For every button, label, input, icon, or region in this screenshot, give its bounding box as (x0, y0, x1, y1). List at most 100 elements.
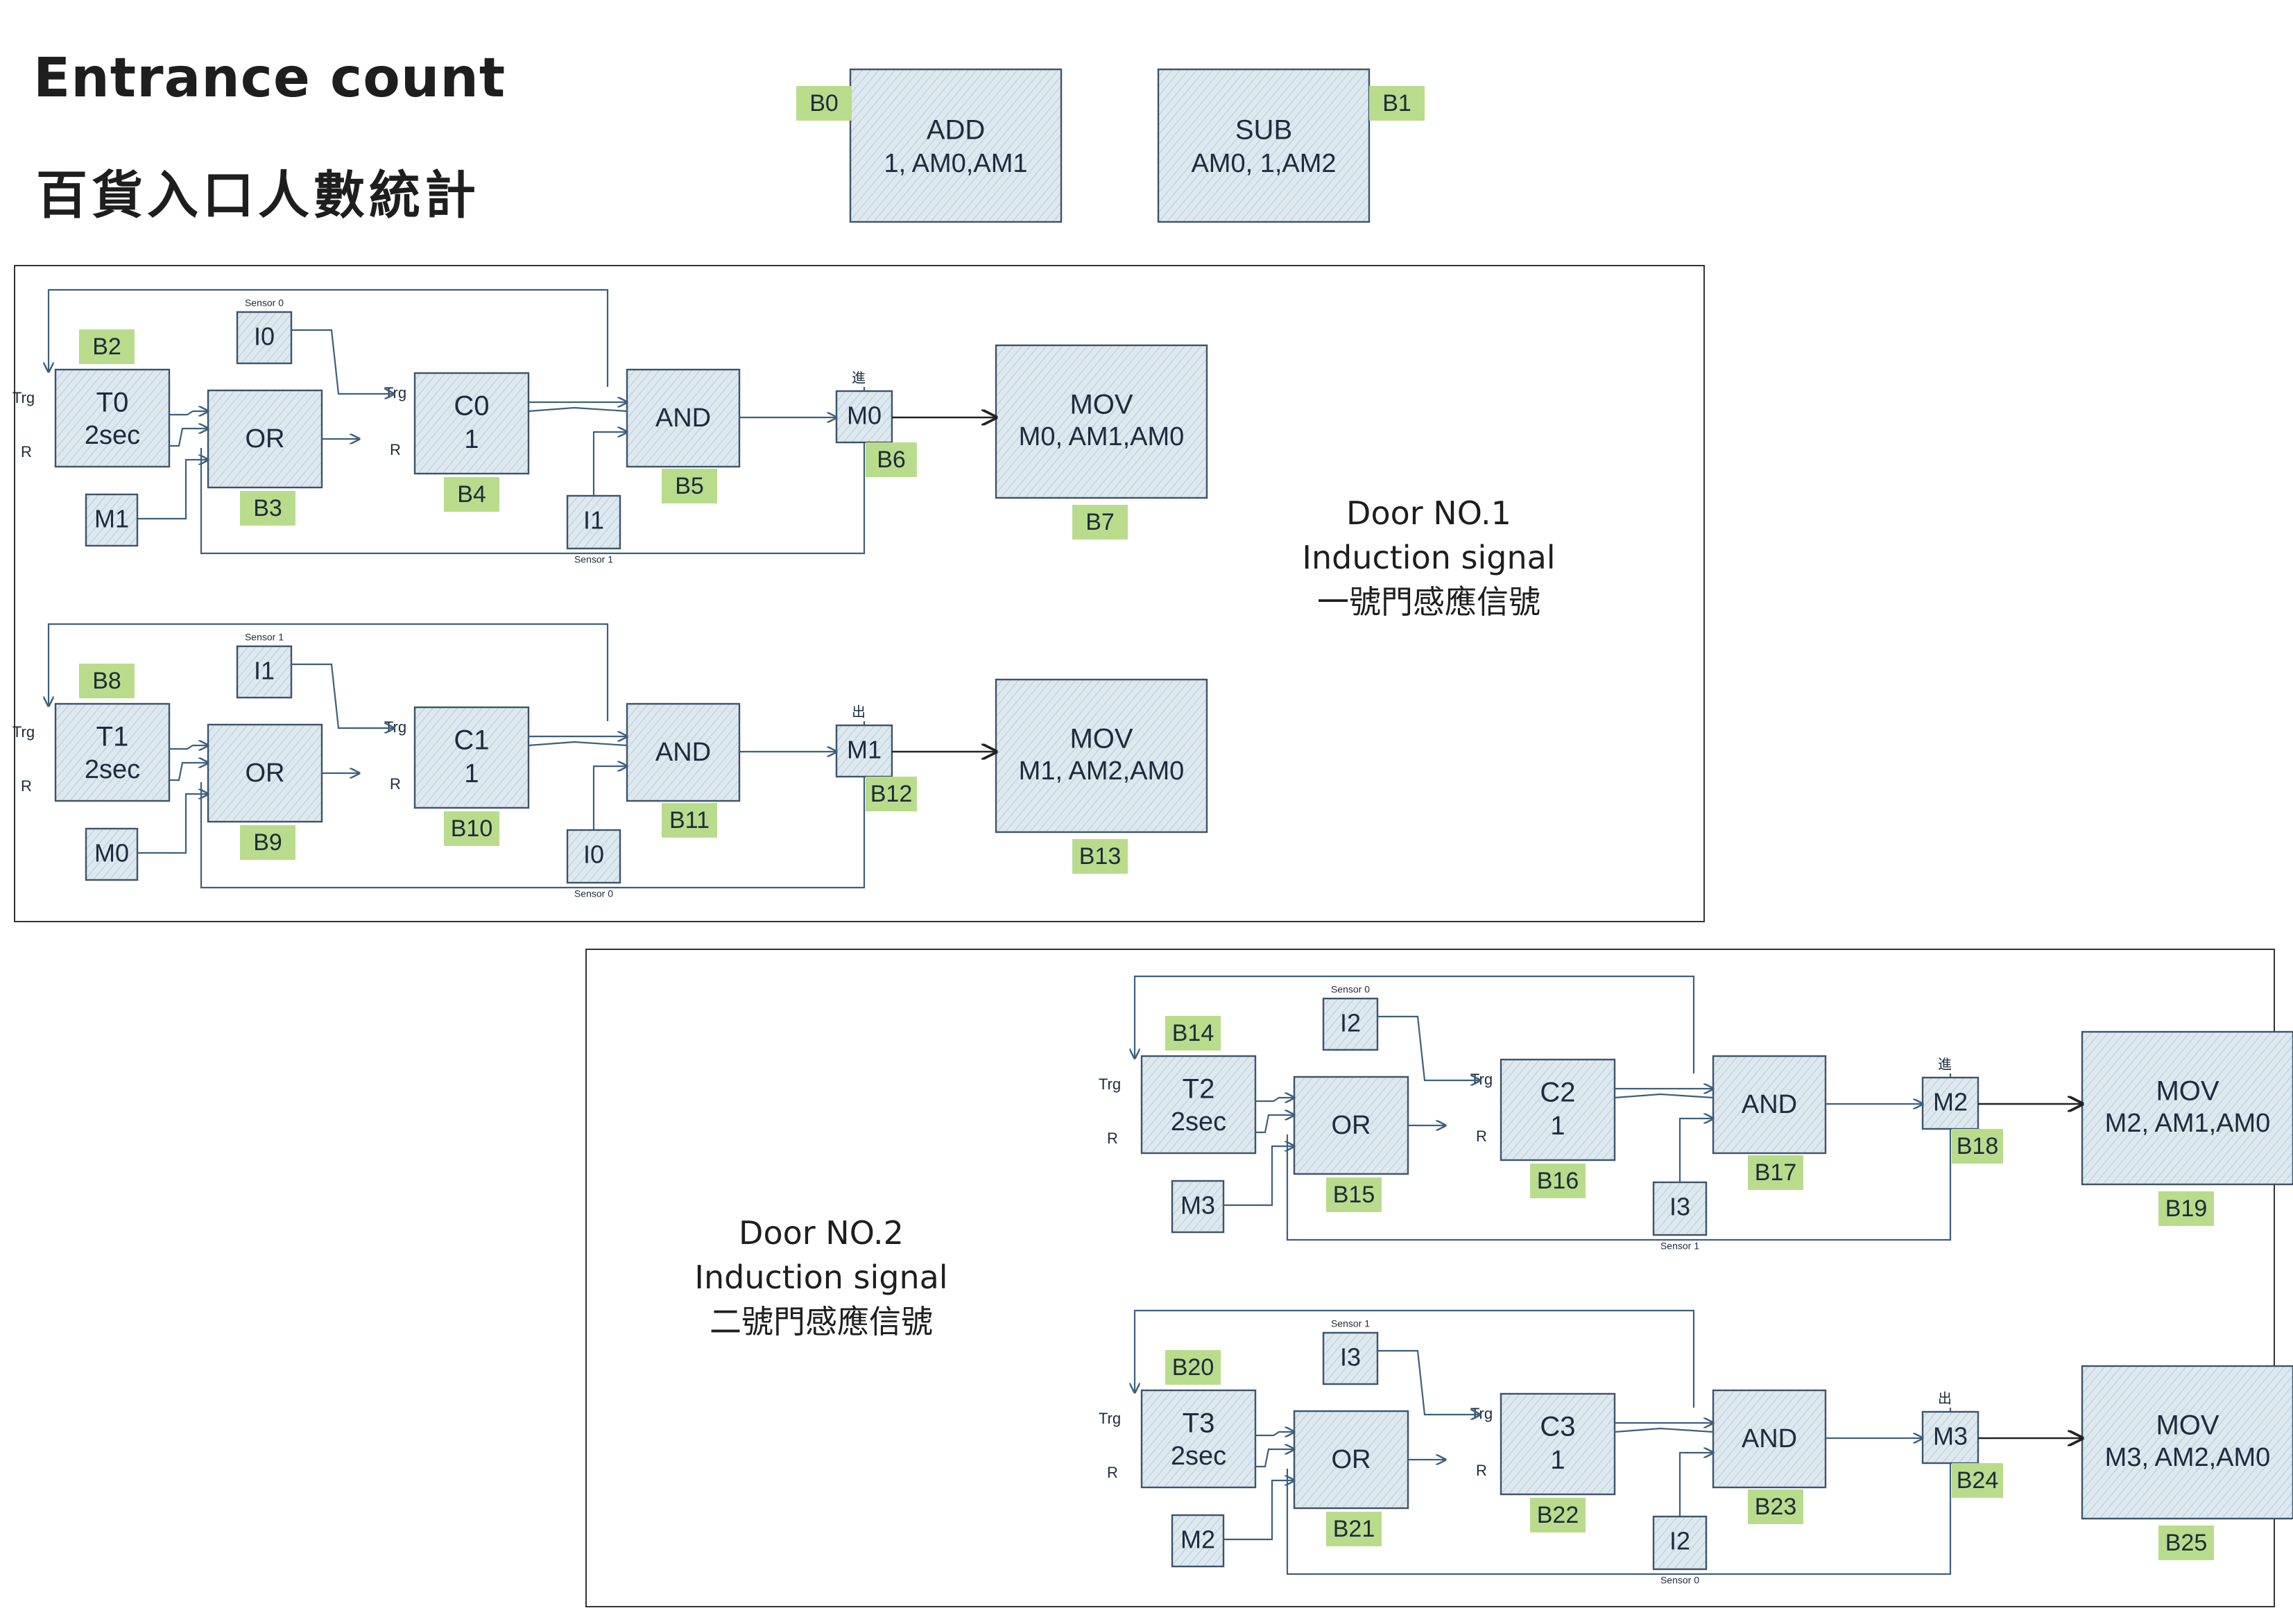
door-1-title: Door NO.1 (1346, 494, 1511, 532)
circuit-2-w-fb-or (137, 794, 208, 854)
circuit-2-counter-name: C1 (454, 725, 489, 756)
circuit-3-sensor-a-caption: Sensor 0 (1331, 984, 1370, 995)
circuit-1-timer (54, 368, 171, 468)
circuit-1-counter-value: 1 (464, 425, 479, 454)
circuit-4-sensor-a-name: I3 (1340, 1343, 1361, 1372)
circuit-4-counter-tag: B22 (1537, 1502, 1579, 1528)
circuit-1-w-counter-and2 (528, 406, 628, 413)
circuit-2-or-gate (207, 723, 323, 823)
circuit-3-sensor-b-caption: Sensor 1 (1660, 1241, 1699, 1252)
circuit-2-timer-tag: B8 (92, 668, 121, 694)
circuit-1-counter-trg-label: Trg (384, 384, 406, 401)
sub-name: SUB (1235, 115, 1292, 146)
add-args: 1, AM0,AM1 (884, 149, 1028, 178)
circuit-2-and-tag: B11 (669, 807, 710, 833)
circuit-2-timer-trg-label: Trg (12, 723, 35, 741)
circuit-1-or-tag-bg (240, 491, 295, 526)
circuit-2-reset-loop (49, 623, 609, 721)
circuit-3-fb-name: M3 (1180, 1191, 1215, 1220)
circuit-2-fb-name: M0 (94, 839, 129, 867)
circuit-1-timer-name: T0 (96, 388, 129, 418)
circuit-3-w-fb-or (1223, 1146, 1294, 1207)
circuit-2-flag-tag-bg (866, 777, 917, 811)
circuit-4-flag-loop (1286, 1408, 1952, 1575)
circuit-2-flag-caption: 出 (852, 704, 866, 720)
circuit-1-reset-loop (49, 288, 609, 387)
circuit-1-sensor-b-caption: Sensor 1 (574, 554, 613, 565)
circuit-3-flag-tag-bg (1952, 1129, 2003, 1164)
circuit-2-sensor-a (236, 645, 293, 699)
circuit-1-flag-caption: 進 (852, 370, 866, 386)
circuit-1-mov-name: MOV (1070, 390, 1133, 420)
circuit-4-mov-args: M3, AM2,AM0 (2105, 1443, 2271, 1472)
circuit-2-flag (835, 724, 893, 778)
circuit-2-counter-tag: B10 (451, 815, 493, 842)
circuit-2-mov-block (995, 678, 1208, 833)
circuit-4-w-fb-or (1223, 1480, 1294, 1541)
circuit-3-timer-r-label: R (1107, 1130, 1118, 1147)
door-2-panel (585, 949, 2275, 1607)
circuit-4-or-label: OR (1332, 1445, 1371, 1474)
circuit-3-timer-tag-bg (1165, 1016, 1221, 1051)
circuit-4-and-label: AND (1742, 1424, 1797, 1453)
circuit-3-flag-name: M2 (1933, 1088, 1968, 1116)
circuit-2-sensor-a-caption: Sensor 1 (245, 632, 284, 643)
circuit-3-flag (1921, 1076, 1979, 1130)
circuit-1-timer-value: 2sec (85, 421, 140, 450)
circuit-2-sensor-b-name: I0 (583, 840, 604, 869)
circuit-3-flag-caption: 進 (1938, 1056, 1952, 1072)
circuit-1-counter-name: C0 (454, 391, 489, 422)
circuit-1-fb-contact (85, 493, 139, 547)
circuit-4-fb-name: M2 (1180, 1526, 1215, 1554)
circuit-2-sensor-a-name: I1 (254, 657, 275, 685)
page-title: Entrance count (33, 47, 506, 110)
circuit-2-sensor-b-caption: Sensor 0 (574, 888, 613, 899)
circuit-3-sensor-b (1652, 1181, 1708, 1236)
circuit-1-flag-tag-bg (866, 442, 917, 477)
circuit-2-mov-args: M1, AM2,AM0 (1019, 757, 1185, 786)
circuit-1-flag-name: M0 (847, 401, 882, 430)
circuit-1-flag (835, 390, 893, 444)
circuit-4-sensor-b (1652, 1515, 1708, 1571)
circuit-3-sensor-a (1322, 997, 1379, 1051)
circuit-1-w-timer-or (169, 411, 208, 415)
door-2-chinese: 二號門感應信號 (710, 1303, 933, 1340)
circuit-1-and-label: AND (655, 404, 711, 433)
circuit-3-sensor-b-name: I3 (1669, 1193, 1690, 1221)
circuit-4-flag-tag: B24 (1957, 1467, 1999, 1494)
circuit-3-counter-tag: B16 (1537, 1168, 1579, 1194)
circuit-3-and-tag-bg (1748, 1155, 1803, 1190)
circuit-3-timer-value: 2sec (1171, 1107, 1226, 1137)
circuit-1-counter-r-label: R (390, 441, 401, 458)
circuit-3-mov-name: MOV (2156, 1076, 2219, 1107)
circuit-1-or-tag: B3 (253, 495, 282, 521)
circuit-2-timer-r-label: R (21, 777, 32, 795)
circuit-1-sensor-b (566, 494, 621, 550)
circuit-4-sensor-a-caption: Sensor 1 (1331, 1318, 1370, 1329)
circuit-2-and-gate (626, 702, 741, 802)
circuit-1-mov-tag-bg (1072, 505, 1128, 539)
circuit-1-and-tag-bg (662, 469, 717, 503)
circuit-4-mov-name: MOV (2156, 1410, 2219, 1441)
circuit-3-or-tag: B15 (1333, 1182, 1375, 1208)
circuit-4-w-sensor-and (1678, 1453, 1713, 1517)
circuit-3-mov-tag-bg (2158, 1191, 2214, 1226)
circuit-3-w-timer-or2 (1255, 1115, 1294, 1134)
circuit-1-or-label: OR (246, 424, 285, 453)
circuit-1-sensor-a (236, 311, 293, 365)
circuit-3-timer-trg-label: Trg (1099, 1076, 1121, 1093)
circuit-4-timer-value: 2sec (1171, 1442, 1226, 1471)
circuit-4-timer-tag-bg (1165, 1350, 1221, 1385)
circuit-3-counter (1500, 1058, 1616, 1161)
door-2-signal: Induction signal (694, 1259, 948, 1296)
circuit-2-and-tag-bg (662, 803, 717, 838)
circuit-2-w-timer-or (169, 745, 208, 749)
circuit-4-w-timer-or2 (1255, 1449, 1294, 1468)
page-subtitle: 百貨入口人數統計 (36, 166, 480, 225)
add-block (849, 68, 1063, 223)
circuit-4-and-tag-bg (1748, 1489, 1803, 1524)
circuit-3-counter-name: C2 (1540, 1078, 1575, 1108)
circuit-3-mov-args: M2, AM1,AM0 (2105, 1109, 2271, 1138)
circuit-1-or-gate (207, 389, 323, 489)
